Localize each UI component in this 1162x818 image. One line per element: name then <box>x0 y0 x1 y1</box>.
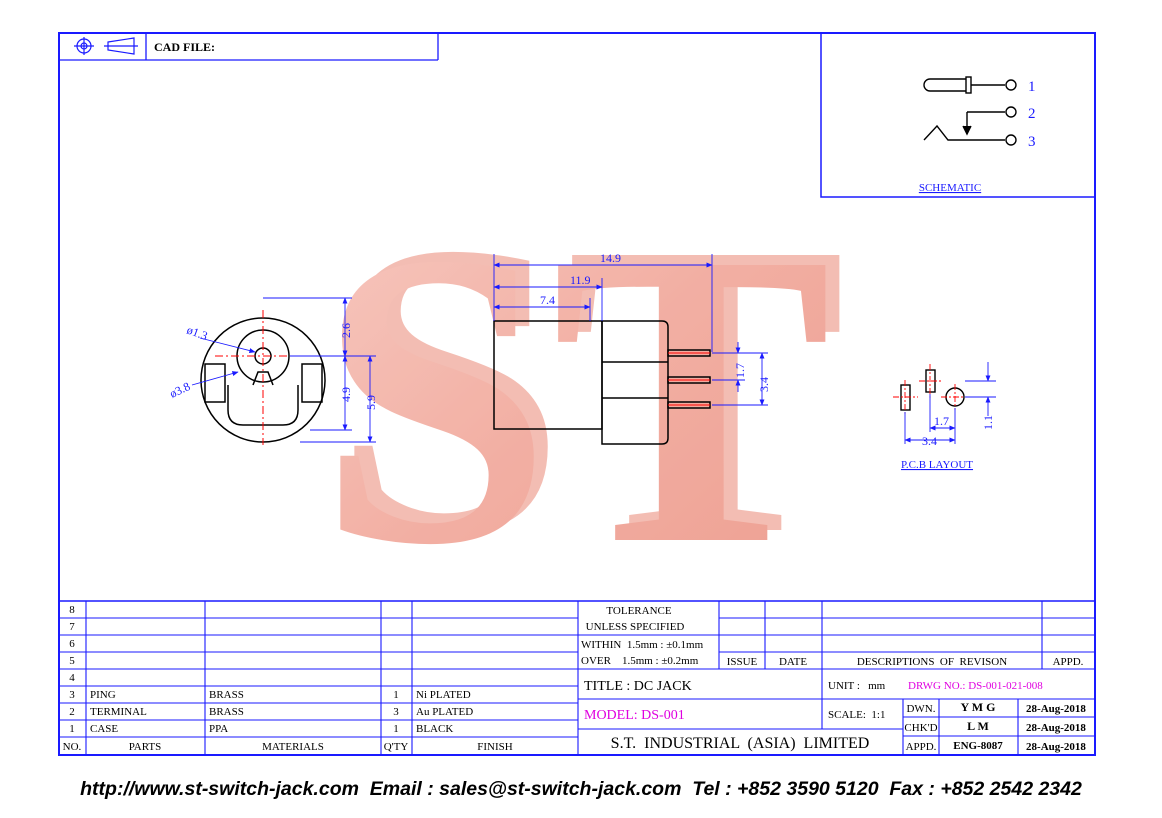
row-number: 6 <box>69 638 75 650</box>
watermark-logo: ST ST <box>318 156 846 631</box>
dim-pcb-3-4: 3.4 <box>922 434 937 448</box>
row-number: 3 <box>69 689 75 701</box>
schematic-pin-1: 1 <box>1028 79 1036 95</box>
schematic-panel: 1 2 3 SCHEMATIC <box>820 32 1096 198</box>
schematic-diagram <box>923 76 1017 146</box>
tolerance-subtitle: UNLESS SPECIFIED <box>586 621 685 633</box>
row-number: 4 <box>69 672 75 684</box>
projection-symbol-icon <box>74 37 138 55</box>
header-finish: FINISH <box>477 741 513 753</box>
schematic-pin-2: 2 <box>1028 106 1036 122</box>
revision-date: DATE <box>779 656 807 668</box>
appd-value: ENG-8087 <box>953 740 1003 752</box>
part-qty: 1 <box>393 723 399 735</box>
tolerance-over: OVER 1.5mm : ±0.2mm <box>581 655 699 667</box>
part-name: CASE <box>90 723 118 735</box>
parts-table: 8 7 6 5 4 3 PING BRASS 1 Ni PLATED 2 TER… <box>63 604 513 753</box>
dwn-label: DWN. <box>906 703 935 715</box>
model-number: MODEL: DS-001 <box>584 708 685 723</box>
cad-file-header: CAD FILE: <box>59 33 439 61</box>
dim-side-3-4: 3.4 <box>757 377 771 392</box>
front-view-drawing: ø1.3 ø3.8 2.6 4.9 5.9 <box>167 297 378 445</box>
appd-label: APPD. <box>906 741 937 753</box>
tolerance-title: TOLERANCE <box>606 605 671 617</box>
scale-label: SCALE: 1:1 <box>828 709 885 721</box>
part-name: TERMINAL <box>90 706 147 718</box>
dim-pin-diameter: ø3.8 <box>167 379 192 401</box>
chkd-label: CHK'D <box>904 722 937 734</box>
part-finish: Ni PLATED <box>416 689 471 701</box>
dim-front-5-9: 5.9 <box>364 395 378 410</box>
dwn-date: 28-Aug-2018 <box>1026 703 1086 715</box>
revision-header: ISSUE DATE DESCRIPTIONS OF REVISON APPD. <box>727 656 1084 668</box>
dim-hole-diameter: ø1.3 <box>185 323 210 343</box>
dim-side-11-9: 11.9 <box>570 273 591 287</box>
revision-issue: ISSUE <box>727 656 758 668</box>
part-finish: BLACK <box>416 723 453 735</box>
header-no: NO. <box>63 741 82 753</box>
drawing-title: TITLE : DC JACK <box>584 679 692 694</box>
header-parts: PARTS <box>129 741 162 753</box>
chkd-value: L M <box>967 719 989 733</box>
dim-pcb-1-7: 1.7 <box>934 414 949 428</box>
company-name: S.T. INDUSTRIAL (ASIA) LIMITED <box>611 735 870 752</box>
part-material: PPA <box>209 723 228 735</box>
tolerance-block: TOLERANCE UNLESS SPECIFIED WITHIN 1.5mm … <box>581 605 704 667</box>
revision-appd: APPD. <box>1053 656 1084 668</box>
header-materials: MATERIALS <box>262 741 324 753</box>
pcb-layout-drawing: 1.7 3.4 1.1 P.C.B LAYOUT <box>893 362 996 471</box>
schematic-pin-3: 3 <box>1028 134 1036 150</box>
title-block: TITLE : DC JACK MODEL: DS-001 UNIT : mm … <box>584 679 1086 753</box>
side-view-drawing: 14.9 11.9 7.4 1.7 3.4 <box>493 251 771 445</box>
schematic-label: SCHEMATIC <box>919 182 981 194</box>
part-qty: 1 <box>393 689 399 701</box>
svg-text:ST: ST <box>318 166 832 631</box>
revision-descriptions: DESCRIPTIONS OF REVISON <box>857 656 1007 668</box>
row-number: 2 <box>69 706 75 718</box>
part-material: BRASS <box>209 706 244 718</box>
dim-pcb-1-1: 1.1 <box>981 415 995 430</box>
unit-label: UNIT : mm <box>828 680 886 692</box>
appd-date: 28-Aug-2018 <box>1026 741 1086 753</box>
dim-side-14-9: 14.9 <box>600 251 621 265</box>
row-number: 7 <box>69 621 75 633</box>
part-finish: Au PLATED <box>416 706 473 718</box>
tolerance-within: WITHIN 1.5mm : ±0.1mm <box>581 639 704 651</box>
part-qty: 3 <box>393 706 399 718</box>
contact-footer: http://www.st-switch-jack.com Email : sa… <box>80 778 1082 800</box>
row-number: 8 <box>69 604 75 616</box>
part-material: BRASS <box>209 689 244 701</box>
title-block-grid <box>58 600 1096 756</box>
dim-front-2-6: 2.6 <box>339 323 353 338</box>
row-number: 5 <box>69 655 75 667</box>
pcb-layout-label: P.C.B LAYOUT <box>901 459 973 471</box>
cad-file-label: CAD FILE: <box>154 40 215 54</box>
header-qty: Q'TY <box>384 741 409 753</box>
dim-side-7-4: 7.4 <box>540 293 555 307</box>
chkd-date: 28-Aug-2018 <box>1026 722 1086 734</box>
row-number: 1 <box>69 723 75 735</box>
drawing-number: DRWG NO.: DS-001-021-008 <box>908 680 1043 692</box>
dim-front-4-9: 4.9 <box>339 387 353 402</box>
dwn-value: Y M G <box>961 700 996 714</box>
dim-side-1-7: 1.7 <box>733 363 747 378</box>
part-name: PING <box>90 689 116 701</box>
